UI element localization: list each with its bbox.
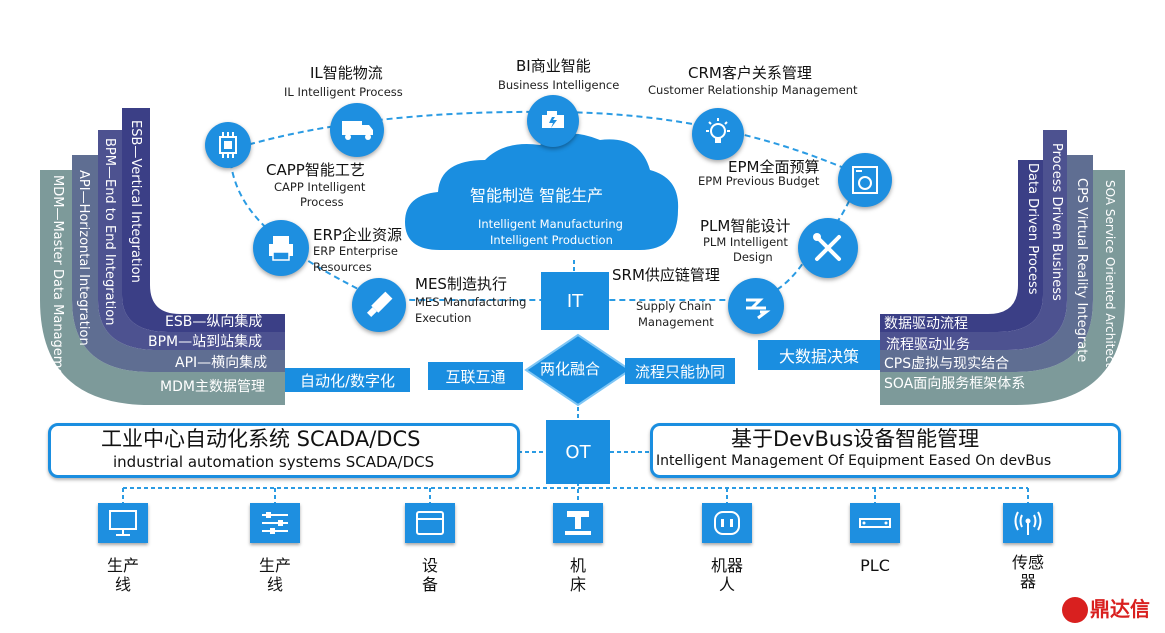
scada-title: 工业中心自动化系统 SCADA/DCS [101,427,421,451]
center-en2: Intelligent Production [490,233,613,247]
right-band-data [880,160,1045,332]
logo-mark-icon [1062,597,1088,623]
automation-tag: 自动化/数字化 [285,368,410,392]
device-label-line-2: 生产 线 [258,556,291,595]
plm-subtitle-1: PLM Intelligent [703,235,788,249]
ot-box: OT [546,420,610,484]
il-title: IL智能物流 [310,64,383,82]
plm-title: PLM智能设计 [700,217,791,235]
device-label-equipment: 设 备 [421,556,438,595]
plm-subtitle-2: Design [733,250,773,264]
devbus-title: 基于DevBus设备智能管理 [731,427,980,451]
mes-subtitle-1: MES Manufacturing [415,295,527,309]
bigdata-tag: 大数据决策 [758,340,880,370]
epm-subtitle: EPM Previous Budget [698,174,820,188]
left-vertical-bpm: BPM—End to End Integration [102,138,117,326]
fusion-diamond [524,333,632,407]
devbus-subtitle: Intelligent Management Of Equipment Ease… [656,453,1052,469]
fusion-label: 两化融合 [540,360,601,378]
equipment-icon [405,503,455,543]
center-cloud [405,133,679,250]
bi-subtitle: Business Intelligence [498,78,620,92]
device-label-plc: PLC [860,556,890,575]
right-vertical-process: Process Driven Business [1049,143,1064,301]
right-vertical-cps: CPS Virtual Reality Integrate [1074,178,1089,363]
left-label-bpm: BPM—站到站集成 [148,334,263,350]
left-label-api: API—横向集成 [175,355,268,371]
truck-icon [330,103,384,157]
washing-machine-icon [838,153,892,207]
device-label-line-1: 生产 线 [106,556,139,595]
supply-chain-icon [728,278,784,334]
right-label-soa: SOA面向服务框架体系 [884,376,1026,392]
center-title: 智能制造 智能生产 [470,186,604,205]
right-vertical-soa: SOA Service Oriented Architecture [1103,180,1117,387]
printer-icon [253,220,309,276]
left-band-bpm [95,130,285,350]
left-label-mdm: MDM主数据管理 [160,379,265,395]
right-band-process [880,130,1070,350]
erp-subtitle-1: ERP Enterprise [313,244,399,258]
engine-icon [527,95,579,147]
right-label-process: 流程驱动业务 [886,337,970,353]
right-vertical-data: Data Driven Process [1025,163,1040,295]
left-band-api [68,155,285,372]
devbus-panel: 基于DevBus设备智能管理 Intelligent Management Of… [650,423,1121,478]
left-band-esb [120,108,285,332]
crm-title: CRM客户关系管理 [688,64,812,82]
sliders-icon [250,503,300,543]
right-band-soa [880,170,1125,405]
sensor-icon [1003,503,1053,543]
lightbulb-icon [692,108,744,160]
machine-tool-icon [553,503,603,543]
process-collab-tag: 流程只能协同 [625,358,735,384]
monitor-icon [98,503,148,543]
scada-subtitle: industrial automation systems SCADA/DCS [113,453,435,471]
left-vertical-api: API—Horizontal Integration [76,170,91,346]
erp-subtitle-2: Resources [313,260,372,274]
mes-title: MES制造执行 [415,275,507,293]
scada-panel: 工业中心自动化系统 SCADA/DCS industrial automatio… [48,423,520,478]
mes-subtitle-2: Execution [415,311,472,325]
capp-subtitle-2: Process [300,195,344,209]
chip-icon [205,122,251,168]
left-vertical-esb: ESB—Vertical Integration [128,120,143,283]
epm-title: EPM全面预算 [728,158,820,176]
right-label-data: 数据驱动流程 [884,316,968,332]
crm-subtitle: Customer Relationship Management [648,83,858,97]
srm-subtitle-1: Supply Chain [636,299,712,313]
capp-subtitle-1: CAPP Intelligent [274,180,366,194]
logo-text: 鼎达信 [1090,597,1150,621]
usb-icon [352,278,406,332]
plc-icon [850,503,900,543]
right-band-cps [880,155,1097,372]
capp-title: CAPP智能工艺 [266,161,365,179]
erp-title: ERP企业资源 [313,226,402,244]
right-label-cps: CPS虚拟与现实结合 [884,356,1010,372]
it-box: IT [541,272,609,330]
center-en1: Intelligent Manufacturing [478,217,623,231]
bi-title: BI商业智能 [516,57,591,75]
srm-subtitle-2: Management [638,315,714,329]
device-label-robot: 机器 人 [710,556,743,595]
device-label-machine: 机 床 [569,556,586,595]
il-subtitle: IL Intelligent Process [284,85,403,99]
device-label-sensor: 传感 器 [1011,553,1044,592]
tools-icon [798,218,858,278]
left-vertical-mdm: MDM—Master Data Management [50,175,65,390]
robot-icon [702,503,752,543]
interconnection-tag: 互联互通 [428,362,523,390]
left-band-mdm [40,170,285,405]
left-label-esb: ESB—纵向集成 [165,314,263,330]
srm-title: SRM供应链管理 [612,266,720,284]
